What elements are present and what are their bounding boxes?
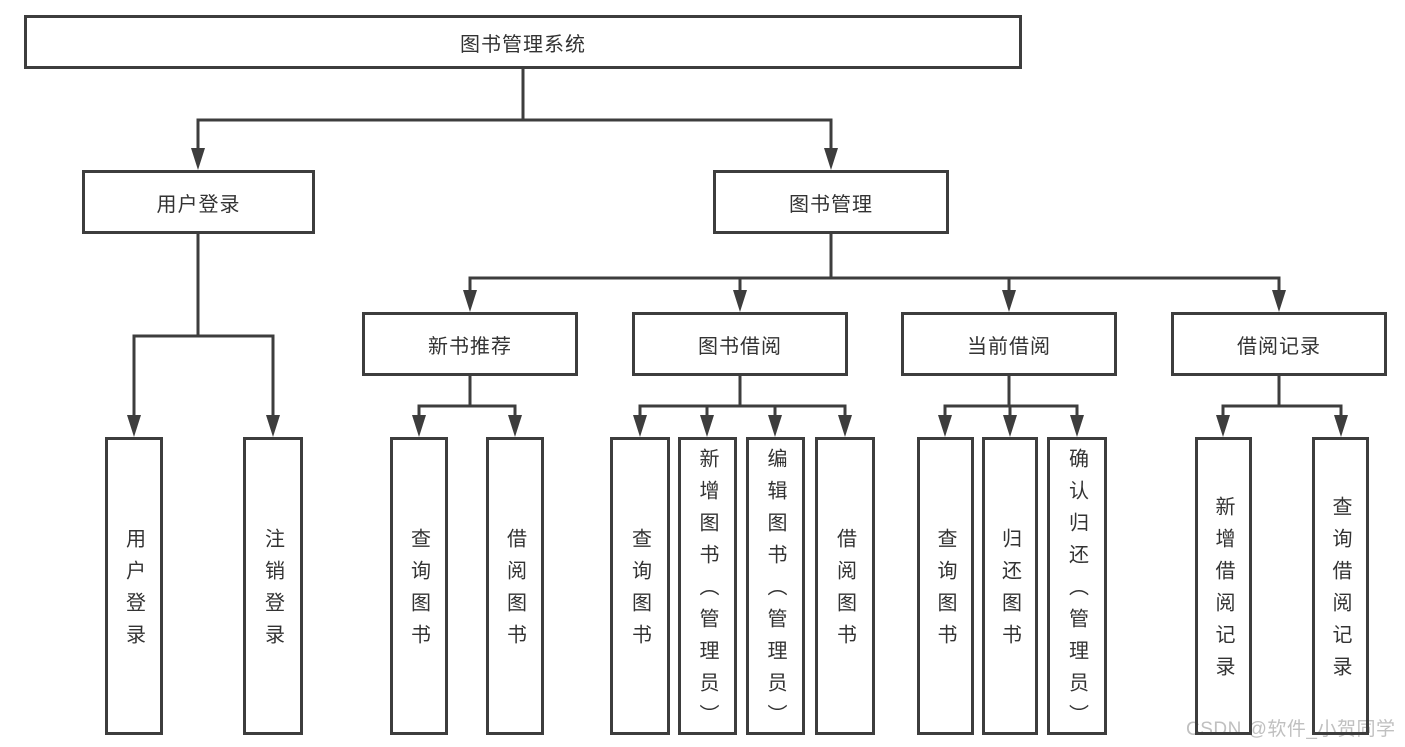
leaf-borrow-books: 借阅图书: [815, 437, 875, 735]
csdn-watermark: CSDN @软件_小贺同学: [1186, 719, 1396, 740]
node-book-borrow-label: 图书借阅: [698, 335, 782, 358]
leaf-borrow-books-recommend: 借阅图书: [486, 437, 544, 735]
leaf-add-book-admin: 新增图书（管理员）: [678, 437, 737, 736]
leaf-confirm-return-admin: 确认归还（管理员）: [1047, 437, 1107, 736]
leaf-logout-label: 注销登录: [261, 528, 284, 656]
leaf-query-books-recommend-label: 查询图书: [407, 528, 430, 656]
leaf-borrow-books-recommend-label: 借阅图书: [503, 528, 526, 656]
connector-lines: [132, 69, 1343, 419]
node-user-login: 用户登录: [82, 170, 315, 234]
leaf-query-borrow-record-label: 查询借阅记录: [1329, 496, 1351, 688]
node-user-login-label: 用户登录: [156, 193, 241, 216]
leaf-add-borrow-record: 新增借阅记录: [1195, 437, 1252, 735]
leaf-edit-book-admin-label: 编辑图书（管理员）: [764, 448, 786, 736]
node-borrow-records-label: 借阅记录: [1237, 335, 1321, 358]
leaf-query-books-borrow: 查询图书: [610, 437, 670, 735]
leaf-query-books-recommend: 查询图书: [390, 437, 448, 735]
node-new-book-recommend: 新书推荐: [362, 312, 578, 376]
leaf-query-borrow-record: 查询借阅记录: [1312, 437, 1369, 735]
node-root-label: 图书管理系统: [460, 33, 586, 56]
leaf-return-book-label: 归还图书: [998, 528, 1021, 656]
leaf-user-login: 用户登录: [105, 437, 163, 735]
arrowheads: [127, 148, 1348, 437]
leaf-borrow-books-label: 借阅图书: [833, 528, 856, 656]
leaf-user-login-label: 用户登录: [122, 528, 145, 656]
node-root: 图书管理系统: [24, 15, 1022, 69]
node-current-borrow-label: 当前借阅: [967, 335, 1051, 358]
leaf-query-books-borrow-label: 查询图书: [628, 528, 651, 656]
node-book-borrow: 图书借阅: [632, 312, 848, 376]
leaf-add-book-admin-label: 新增图书（管理员）: [696, 448, 718, 736]
node-new-book-recommend-label: 新书推荐: [428, 335, 512, 358]
node-book-management: 图书管理: [713, 170, 949, 234]
leaf-logout: 注销登录: [243, 437, 303, 735]
leaf-query-books-current: 查询图书: [917, 437, 974, 735]
node-borrow-records: 借阅记录: [1171, 312, 1387, 376]
node-book-management-label: 图书管理: [789, 193, 873, 216]
node-current-borrow: 当前借阅: [901, 312, 1117, 376]
leaf-add-borrow-record-label: 新增借阅记录: [1212, 496, 1234, 688]
leaf-return-book: 归还图书: [982, 437, 1038, 735]
leaf-query-books-current-label: 查询图书: [934, 528, 956, 656]
leaf-edit-book-admin: 编辑图书（管理员）: [746, 437, 805, 736]
leaf-confirm-return-admin-label: 确认归还（管理员）: [1065, 448, 1088, 736]
